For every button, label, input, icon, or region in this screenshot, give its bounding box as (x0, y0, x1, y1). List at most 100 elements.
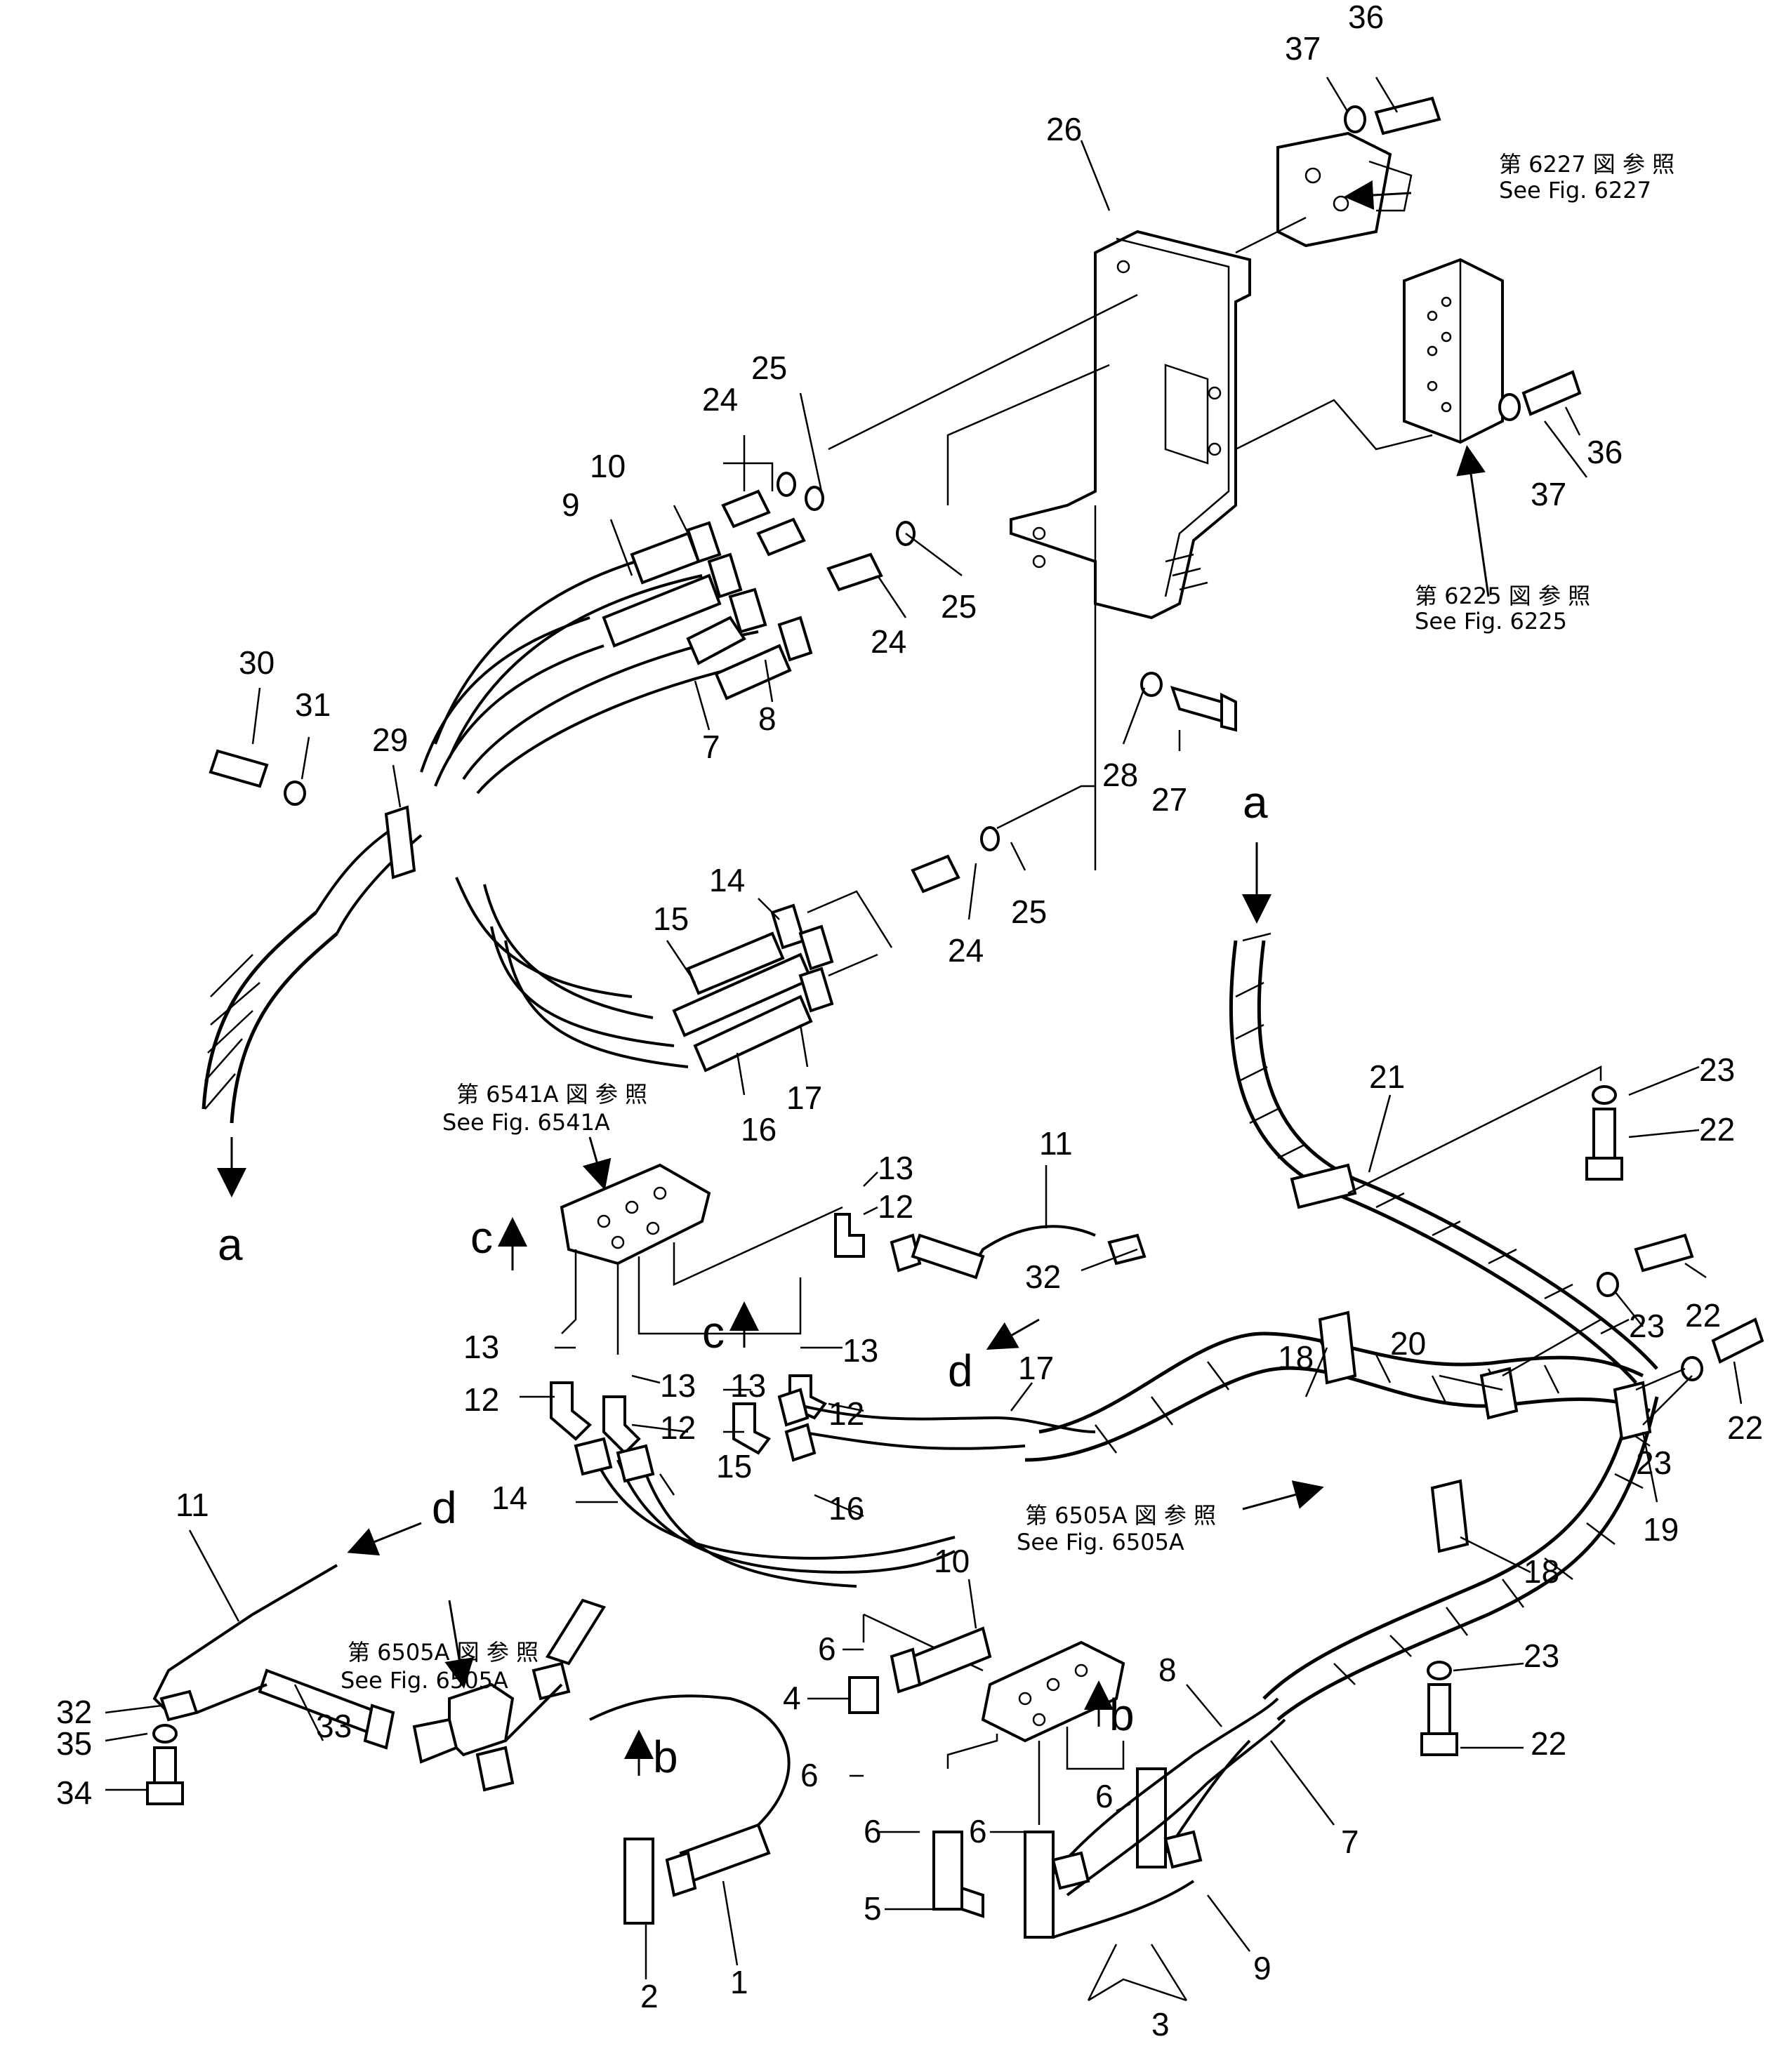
part-number-13: 13 (463, 1329, 499, 1365)
part-number-18: 18 (1278, 1339, 1314, 1376)
part-number-28: 28 (1102, 757, 1138, 793)
reference-jp: 第 6505A 図 参 照 (348, 1639, 539, 1666)
part-number-12: 12 (828, 1395, 864, 1432)
reference-jp: 第 6227 図 参 照 (1499, 151, 1674, 178)
reference-en: See Fig. 6227 (1499, 177, 1651, 204)
part-number-9: 9 (562, 486, 580, 523)
hose-end-7 (686, 587, 767, 665)
adapter-24-upper-b (756, 486, 824, 557)
reference-en: See Fig. 6225 (1415, 608, 1567, 635)
bolt-30 (209, 749, 306, 806)
part-number-16: 16 (741, 1111, 777, 1148)
hose-6505a-lower (504, 1598, 607, 1742)
part-number-16: 16 (828, 1490, 864, 1527)
part-number-12: 12 (463, 1381, 499, 1418)
part-number-7: 7 (702, 729, 720, 765)
reference-note-6225: 第 6225 図 参 照 See Fig. 6225 (1415, 583, 1590, 635)
valve-block-6225 (1403, 258, 1504, 444)
reference-note-6505a-lower: 第 6505A 図 参 照 See Fig. 6505A (341, 1639, 539, 1694)
part-number-26: 26 (1046, 111, 1082, 147)
bolt-22-a (1585, 1085, 1623, 1181)
part-number-29: 29 (372, 722, 408, 758)
view-letter-b-left: b (653, 1732, 678, 1782)
part-number-2: 2 (640, 1978, 659, 2014)
bundle-a-start (1242, 932, 1271, 942)
right-leader-lines (1347, 1065, 1686, 1391)
view-letter-b-lower: b (1109, 1689, 1135, 1740)
part-number-35: 35 (56, 1725, 92, 1762)
valve-block-lower (981, 1640, 1125, 1743)
valve-block-6227 (1276, 131, 1413, 248)
part-number-14: 14 (709, 862, 745, 898)
part-number-8: 8 (758, 700, 777, 737)
part-number-23: 23 (1629, 1308, 1665, 1344)
view-letter-c-mid: c (702, 1307, 725, 1357)
reference-en: See Fig. 6541A (442, 1109, 610, 1136)
mid-leader (807, 890, 893, 977)
view-letter-a-left: a (218, 1219, 243, 1270)
spiral-wrap-left (202, 827, 423, 1124)
part-number-1: 1 (730, 1964, 748, 2000)
elbow-12-a (834, 1213, 865, 1258)
valve-6505a-lower (412, 1661, 571, 1792)
part-number-37: 37 (1531, 476, 1566, 512)
part-number-6: 6 (864, 1813, 882, 1849)
part-number-7: 7 (1341, 1824, 1359, 1860)
clamp-20 (1479, 1367, 1519, 1420)
part-number-13: 13 (730, 1367, 766, 1404)
bolt-22-b (1597, 1233, 1694, 1297)
part-number-6: 6 (818, 1631, 836, 1667)
part-number-13: 13 (843, 1332, 878, 1369)
hose-11-lower (152, 1564, 338, 1714)
mid-hose-bundle (455, 877, 689, 1068)
hose-end-15 (672, 924, 834, 1037)
part-number-23: 23 (1699, 1051, 1735, 1088)
reference-jp: 第 6505A 図 参 照 (1025, 1502, 1216, 1529)
part-number-37: 37 (1285, 30, 1321, 67)
view-letter-c-left: c (470, 1212, 493, 1263)
adapter-24-upper-a (721, 472, 796, 529)
part-number-10: 10 (590, 448, 626, 484)
clamp-18-a (1318, 1310, 1357, 1385)
fitting-2 (623, 1838, 654, 1925)
bolt-27 (1140, 672, 1237, 732)
bolt-22-d (1420, 1661, 1458, 1756)
adapter-24-mid (826, 521, 916, 592)
fitting-4 (848, 1676, 879, 1714)
part-number-4: 4 (783, 1680, 801, 1716)
part-number-9: 9 (1253, 1950, 1271, 1986)
part-number-11: 11 (1039, 1125, 1073, 1162)
elbow-12-c (602, 1395, 641, 1455)
reference-note-6541a: 第 6541A 図 参 照 See Fig. 6541A (442, 1081, 647, 1136)
elbow-12-b (550, 1381, 592, 1441)
part-number-25: 25 (1011, 894, 1047, 930)
bolt-36-upper (1344, 96, 1441, 135)
part-number-21: 21 (1369, 1058, 1405, 1095)
part-number-24: 24 (948, 932, 984, 969)
part-number-6: 6 (969, 1813, 987, 1849)
upper-leader-lines (828, 216, 1433, 870)
part-number-12: 12 (878, 1188, 913, 1225)
adapter-24-lower (911, 826, 1000, 894)
lower-leader-lines (862, 1613, 1125, 1825)
bolt-36-right (1498, 370, 1582, 421)
fitting-3-a (1024, 1831, 1055, 1939)
hose-1 (589, 1694, 791, 1897)
part-number-6: 6 (800, 1757, 819, 1793)
view-letter-a-right: a (1243, 777, 1268, 828)
part-number-22: 22 (1699, 1111, 1735, 1148)
clamp-29 (384, 805, 416, 879)
part-number-15: 15 (716, 1448, 752, 1485)
part-number-22: 22 (1685, 1297, 1721, 1334)
part-number-12: 12 (660, 1409, 696, 1446)
part-number-30: 30 (239, 644, 275, 681)
reference-note-6505a-mid: 第 6505A 図 参 照 See Fig. 6505A (1017, 1502, 1216, 1555)
lower-mid-hoses (574, 1388, 1096, 1588)
hose-11-upper (890, 1225, 1147, 1280)
fitting-5 (932, 1831, 984, 1918)
bolt-34 (146, 1724, 184, 1805)
reference-en: See Fig. 6505A (341, 1667, 508, 1694)
part-number-23: 23 (1524, 1638, 1559, 1674)
fitting-3-b (1136, 1767, 1167, 1868)
